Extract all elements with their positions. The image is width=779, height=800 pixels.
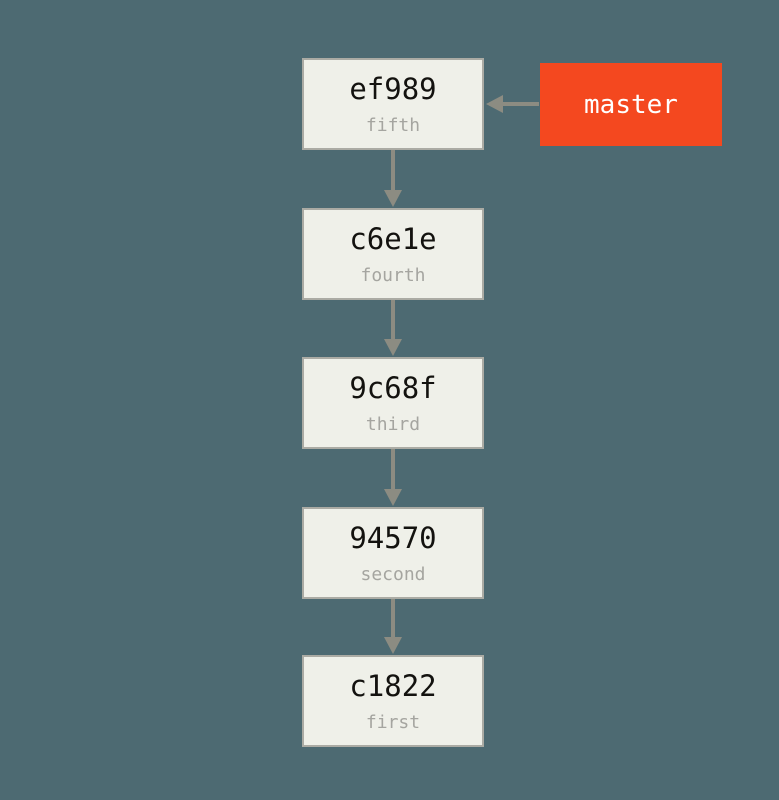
edge-ef989-to-c6e1e <box>384 150 402 207</box>
commit-hash: c6e1e <box>349 222 437 256</box>
commit-node-second[interactable]: 94570 second <box>302 507 484 599</box>
commit-message: third <box>365 414 421 435</box>
commit-hash: 9c68f <box>349 371 437 405</box>
commit-message: fourth <box>360 265 426 286</box>
commit-node-first[interactable]: c1822 first <box>302 655 484 747</box>
commit-node-fifth[interactable]: ef989 fifth <box>302 58 484 150</box>
commit-hash: ef989 <box>349 72 437 106</box>
commit-message: second <box>360 564 426 585</box>
commit-node-fourth[interactable]: c6e1e fourth <box>302 208 484 300</box>
branch-node-master[interactable]: master <box>540 63 722 146</box>
commit-node-third[interactable]: 9c68f third <box>302 357 484 449</box>
edge-master-to-ef989 <box>486 95 539 113</box>
edge-94570-to-c1822 <box>384 599 402 654</box>
edge-c6e1e-to-9c68f <box>384 300 402 356</box>
edge-9c68f-to-94570 <box>384 449 402 506</box>
commit-message: first <box>365 712 421 733</box>
commit-message: fifth <box>365 115 421 136</box>
branch-label: master <box>584 89 678 120</box>
commit-hash: c1822 <box>349 669 437 703</box>
commit-hash: 94570 <box>349 521 437 555</box>
